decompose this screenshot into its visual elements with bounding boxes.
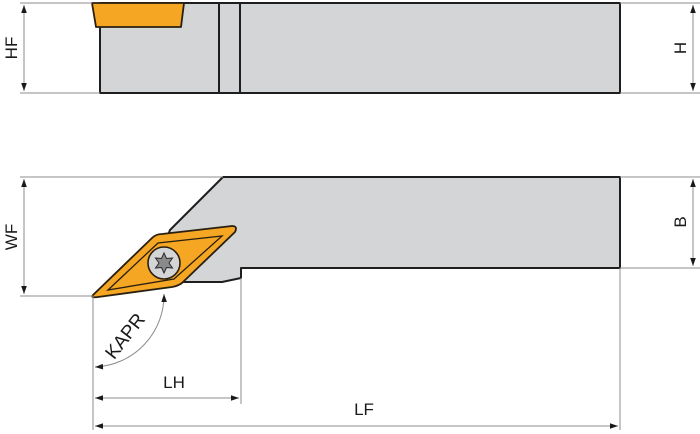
lf-label: LF [354,400,374,419]
insert-inner-edge [105,235,224,291]
top-view: WF B KAPR LH LF [2,176,700,430]
insert-top [91,225,237,299]
shank-side [99,2,621,94]
hf-label: HF [2,37,21,60]
side-view: HF H [2,2,700,94]
torx-icon [154,251,174,275]
b-label: B [671,216,690,227]
kapr-arc [94,293,167,370]
wf-label: WF [2,224,21,250]
h-label: H [671,42,690,54]
insert-side [91,2,185,28]
kapr-label: KAPR [101,310,149,364]
lh-label: LH [163,373,185,392]
